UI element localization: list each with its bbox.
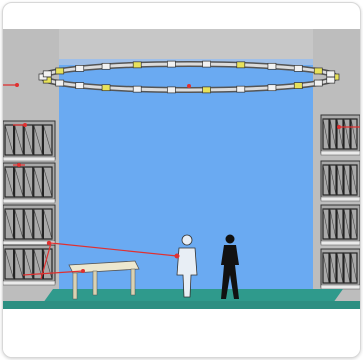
floor-shadow-base: [3, 309, 360, 357]
rack-level-1: [3, 121, 55, 161]
illustration-frame: [2, 2, 361, 358]
truss-light: [314, 68, 322, 74]
rack-level-4: [3, 245, 55, 285]
truss-light: [203, 61, 211, 67]
truss-light: [237, 86, 245, 92]
rack-level-2: [3, 163, 55, 203]
stage-floor: [43, 289, 343, 303]
rack-level-1: [321, 115, 360, 155]
truss-light: [314, 80, 322, 86]
truss-light: [133, 86, 141, 92]
truss-light: [102, 85, 110, 91]
truss-light: [133, 62, 141, 68]
rack-level-3: [321, 205, 360, 245]
left-rack-stack: [3, 121, 55, 285]
rack-level-4: [321, 249, 360, 289]
truss-light: [167, 61, 175, 67]
truss-light: [237, 62, 245, 68]
rack-level-3: [3, 205, 55, 245]
truss-light: [76, 65, 84, 71]
truss-light: [268, 85, 276, 91]
truss-light: [294, 83, 302, 89]
truss-light: [76, 83, 84, 89]
truss-light: [56, 68, 64, 74]
truss-light: [56, 80, 64, 86]
truss-light: [327, 71, 335, 77]
rack-level-2: [321, 161, 360, 201]
truss-light: [43, 71, 51, 77]
truss-light: [294, 65, 302, 71]
truss-light: [327, 77, 335, 83]
truss-light: [268, 63, 276, 69]
stage-scene: [3, 3, 360, 357]
truss-light: [102, 63, 110, 69]
truss-light: [167, 87, 175, 93]
truss-light: [203, 87, 211, 93]
